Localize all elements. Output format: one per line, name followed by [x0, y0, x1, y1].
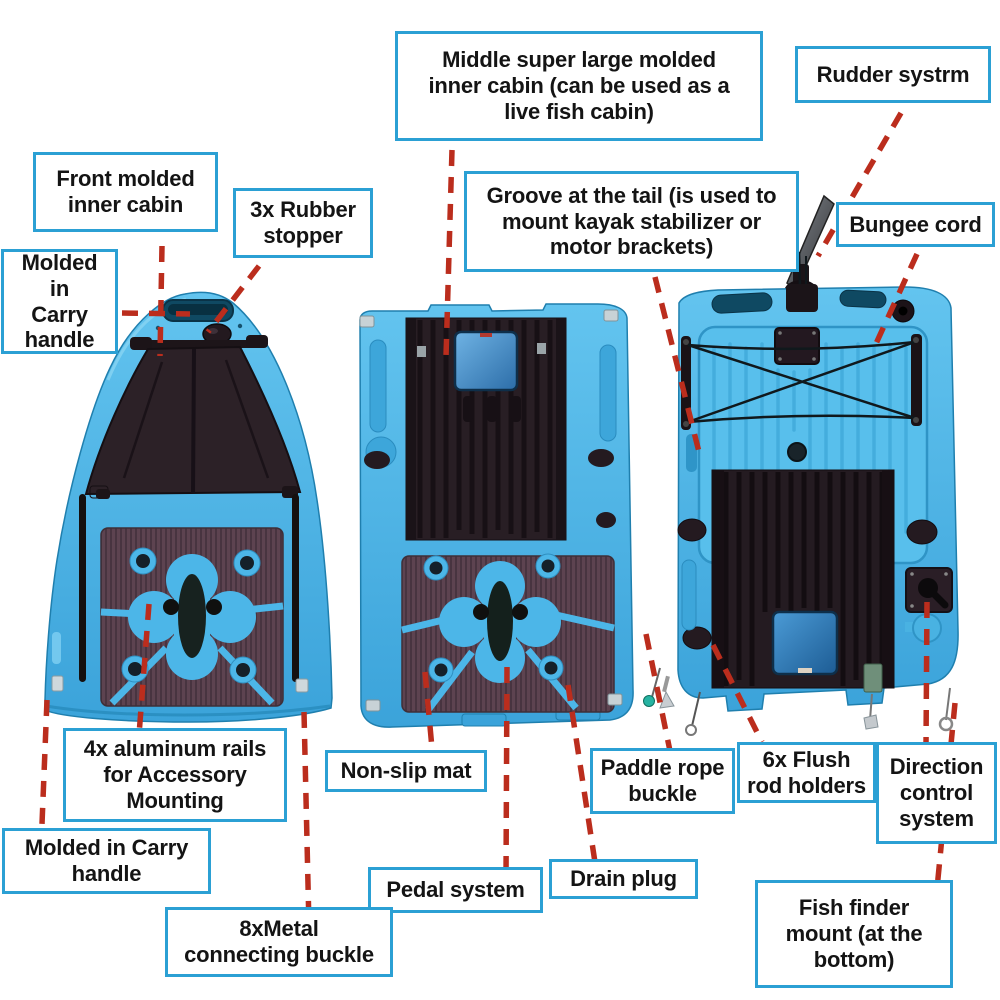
stern-cover [711, 469, 895, 689]
metal-buckle [51, 675, 64, 692]
callout-bungee-cord: Bungee cord [836, 202, 995, 247]
paddle-rope-hardware [643, 667, 675, 709]
aluminum-rail-left [79, 494, 86, 682]
well-drain [787, 442, 807, 462]
callout-non-slip-mat: Non-slip mat [325, 750, 487, 792]
callout-flush-rod-holders: 6x Flush rod holders [737, 742, 876, 803]
connector-rubber-stopper [205, 264, 262, 334]
callout-fish-finder-mount: Fish finder mount (at the bottom) [755, 880, 953, 988]
connector-drain-plug [565, 684, 599, 870]
kayak-middle-section [359, 303, 675, 728]
connector-front-cabin [157, 245, 165, 357]
bungee-cords [681, 334, 922, 430]
kayak-bow-section [44, 291, 333, 723]
side-fitting [364, 451, 390, 469]
callout-middle-cabin: Middle super large molded inner cabin (c… [395, 31, 763, 141]
callout-carry-handle-front: Molded in Carry handle [1, 249, 118, 354]
direction-control-knob [905, 567, 953, 613]
metal-buckle [365, 699, 381, 712]
connector-aluminum-rails [136, 603, 152, 736]
connector-fish-finder-mount [933, 702, 958, 900]
connector-bungee-cord [871, 252, 920, 350]
connector-carry-handle-front [121, 310, 191, 317]
callout-front-cabin: Front molded inner cabin [33, 152, 218, 232]
side-fitting [588, 449, 614, 467]
callout-aluminum-rails: 4x aluminum rails for Accessory Mounting [63, 728, 287, 822]
callout-pedal-system: Pedal system [368, 867, 543, 913]
stern-carry-handle-slot [839, 289, 887, 309]
stern-carry-handle-slot [711, 292, 773, 314]
connector-paddle-rope-buckle [643, 633, 673, 752]
metal-buckle [359, 315, 375, 328]
connector-rudder-system [815, 111, 904, 258]
metal-buckle [607, 693, 623, 706]
aluminum-rail-right [292, 494, 299, 682]
callout-tail-groove: Groove at the tail (is used to mount kay… [464, 171, 799, 272]
middle-cabin-window [453, 330, 519, 392]
callout-direction-control: Direction control system [876, 742, 997, 844]
callout-carry-handle-side: Molded in Carry handle [2, 828, 211, 894]
connector-pedal-system [503, 666, 510, 879]
bottom-plate [863, 663, 883, 693]
middle-cabin-cover [405, 317, 567, 541]
callout-connectors [39, 111, 958, 928]
side-fitting [596, 512, 616, 528]
rod-holder-fitting [682, 626, 712, 650]
callout-metal-buckles: 8xMetal connecting buckle [165, 907, 393, 977]
stern-window [771, 610, 839, 676]
fish-finder-plate [774, 327, 820, 365]
callout-drain-plug: Drain plug [549, 859, 698, 899]
middle-non-slip-mat [401, 553, 615, 713]
middle-pedal-opening [439, 561, 561, 683]
kayak-stern-section [677, 194, 959, 736]
connector-carry-handle-side [39, 699, 50, 825]
front-cabin-cover [84, 345, 302, 499]
rod-holder-fitting [677, 518, 707, 542]
hanging-clips [685, 687, 954, 736]
callout-rubber-stopper: 3x Rubber stopper [233, 188, 373, 258]
connector-direction-control [923, 601, 930, 747]
connector-middle-cabin [443, 149, 455, 358]
callout-paddle-rope-buckle: Paddle rope buckle [590, 748, 735, 814]
bow-mat-holes [121, 547, 261, 684]
connector-flush-rod-holders [710, 643, 765, 744]
middle-mat-holes [423, 553, 564, 683]
connector-metal-buckles [301, 711, 312, 928]
callout-rudder-system: Rudder systrm [795, 46, 991, 103]
connector-tail-groove [652, 276, 702, 453]
rod-holder-fitting [906, 519, 938, 545]
bow-pedal-opening [128, 554, 256, 680]
bow-non-slip-mat [100, 527, 284, 707]
metal-buckle [295, 678, 309, 693]
metal-buckle [603, 309, 619, 322]
connector-non-slip-mat [422, 671, 436, 760]
